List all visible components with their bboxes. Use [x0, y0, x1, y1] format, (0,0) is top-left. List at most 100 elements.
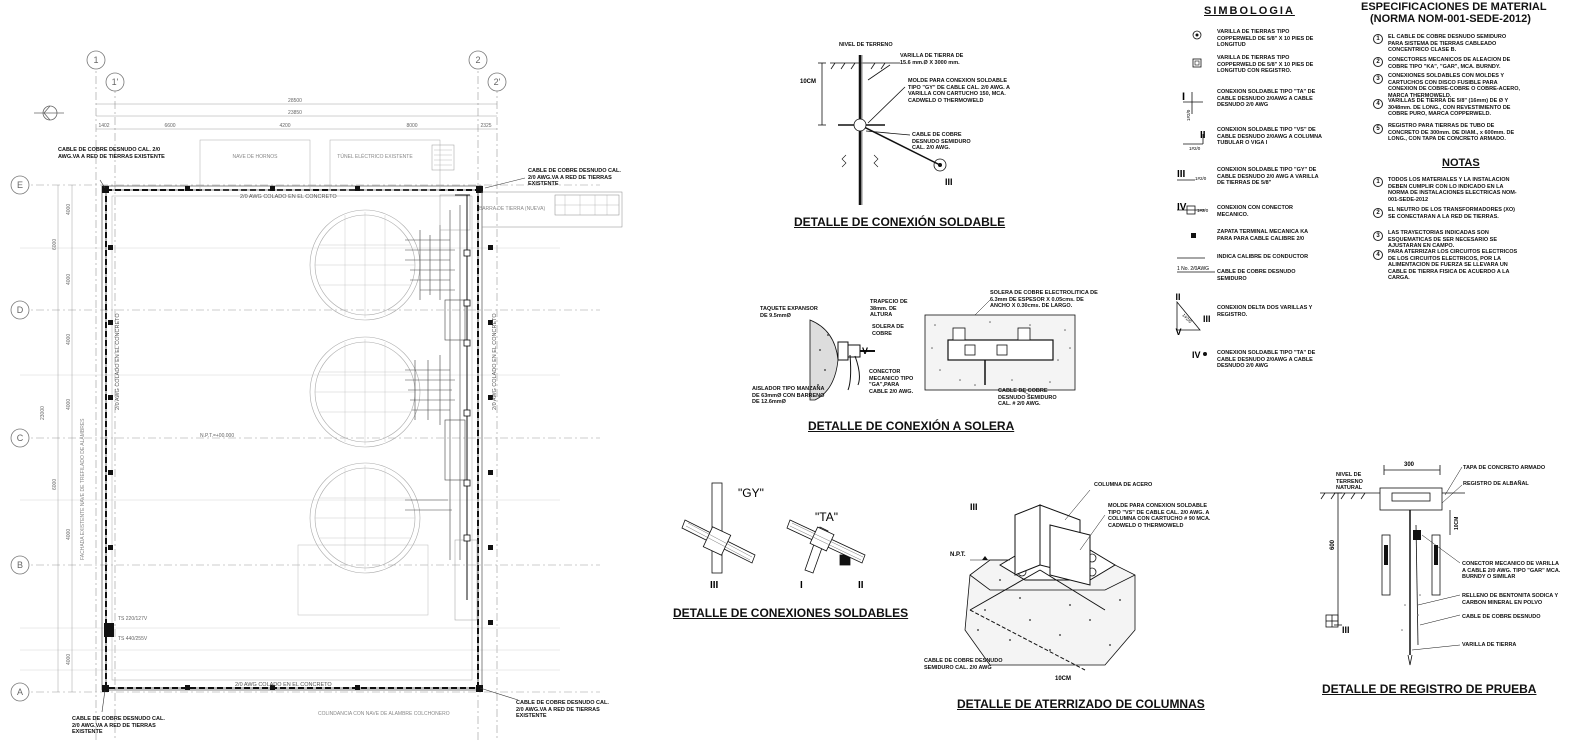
detail-aterrizado-columnas: III N.P.T. 10CM: [950, 490, 1136, 682]
soldables-gy: "GY": [738, 486, 764, 500]
grid-row-a: A: [17, 687, 23, 697]
registro-conector: CONECTOR MECANICO DE VARILLA A CABLE 2/0…: [1462, 561, 1561, 580]
detail-conexion-soldable: 10CM III: [800, 55, 953, 205]
nota-item-2: EL NEUTRO DE LOS TRANSFORMADORES (XO) SE…: [1388, 207, 1516, 220]
simbologia-item-4: CONEXION SOLDABLE TIPO "VS" DE CABLE DES…: [1217, 127, 1322, 146]
detail-registro-prueba: 300 600 10CM III: [1320, 462, 1465, 666]
label-cable-right: 2/0 AWG COLADO EN EL CONCRETO: [492, 313, 498, 410]
detail-conexion-solera: V: [809, 299, 1076, 401]
grid-col-1p: 1': [112, 77, 119, 87]
registro-300: 300: [1404, 462, 1415, 468]
columnas-cable: CABLE DE COBRE DESNUDO SEMIDURO CAL. 2/0…: [924, 658, 1003, 671]
dim-left-7: 6000: [52, 479, 58, 490]
registro-tapa: TAPA DE CONCRETO ARMADO: [1463, 465, 1546, 471]
notas-title: NOTAS: [1442, 157, 1480, 169]
simbologia-item-9: CABLE DE COBRE DESNUDO SEMIDURO: [1217, 269, 1296, 282]
simbologia-title: SIMBOLOGIA: [1204, 5, 1295, 17]
dim-left-8: 4000: [66, 529, 72, 540]
spec-num-4: 4: [1373, 99, 1383, 109]
wire-label-5: 1 No. 2/0AWG: [1177, 266, 1209, 272]
solera-conector: CONECTOR MECANICO TIPO "GA",PARA CABLE 2…: [869, 369, 914, 395]
wire-label-4: 1#2/0: [1197, 208, 1209, 213]
registro-cable: CABLE DE COBRE DESNUDO: [1462, 614, 1541, 620]
svg-text:IV: IV: [1175, 327, 1182, 337]
title-conexion-soldable: DETALLE DE CONEXIÓN SOLDABLE: [794, 215, 1006, 229]
specs-subtitle: (NORMA NOM-001-SEDE-2012): [1370, 13, 1531, 25]
label-barra: BARRA DE TIERRA (NUEVA): [479, 206, 546, 212]
callout-bottom-left: CABLE DE COBRE DESNUDO CAL. 2/0 AWG.VA A…: [72, 716, 165, 735]
columnas-mark: III: [970, 502, 978, 512]
spec-item-2: CONECTORES MECANICOS DE ALEACION DE COBR…: [1388, 57, 1511, 70]
solera-desc: SOLERA DE COBRE ELECTROLITICA DE 6.3mm D…: [990, 290, 1098, 309]
wire-label-2: 1#2/0: [1189, 146, 1201, 151]
columnas-dim: 10CM: [1055, 676, 1071, 682]
solera-trapecio: TRAPECIO DE 38mm. DE ALTURA: [870, 299, 908, 318]
callout-bottom-right: CABLE DE COBRE DESNUDO CAL. 2/0 AWG.VA A…: [516, 700, 609, 719]
soldable-molde: MOLDE PARA CONEXION SOLDABLE TIPO "GY" D…: [908, 78, 1010, 104]
soldable-cable: CABLE DE COBRE DESNUDO SEMIDURO CAL. 2/0…: [912, 132, 971, 151]
soldable-mark: III: [945, 177, 953, 187]
wire-label-3: 1#2/0: [1195, 176, 1207, 181]
dim-left-9: 4000: [66, 654, 72, 665]
solera-taquete: TAQUETE EXPANSOR DE 9.5mmØ: [760, 306, 818, 319]
solera-cable: CABLE DE COBRE DESNUDO SEMIDURO CAL. # 2…: [998, 388, 1057, 407]
grid-col-2p: 2': [494, 77, 501, 87]
registro-varilla: VARILLA DE TIERRA: [1462, 642, 1517, 648]
nota-num-4: 4: [1373, 250, 1383, 260]
nota-num-3: 3: [1373, 231, 1383, 241]
detail-conexiones-soldables: "GY" "TA" III I II: [681, 482, 866, 591]
solera-mark: V: [862, 346, 868, 356]
simbologia-item-2: VARILLA DE TIERRAS TIPO COPPERWELD DE 5/…: [1217, 55, 1314, 74]
nota-item-3: LAS TRAYECTORIAS INDICADAS SON ESQUEMATI…: [1388, 230, 1497, 249]
spec-num-2: 2: [1373, 57, 1383, 67]
dim-6600: 6600: [164, 123, 175, 129]
dim-left-1: 4000: [66, 204, 72, 215]
label-ts2: TS 440/255V: [118, 636, 148, 642]
simbologia-item-5: CONEXION SOLDABLE TIPO "GY" DE CABLE DES…: [1217, 167, 1319, 186]
dim-8000: 8000: [406, 123, 417, 129]
svg-text:III: III: [1175, 292, 1181, 302]
svg-text:I: I: [1182, 91, 1185, 103]
title-aterrizado-columnas: DETALLE DE ATERRIZADO DE COLUMNAS: [957, 697, 1205, 711]
dim-left-5: 23000: [40, 406, 46, 420]
soldables-m3: III: [710, 580, 719, 591]
soldables-m1: I: [800, 580, 803, 591]
svg-text:III: III: [1177, 169, 1186, 180]
grid-row-c: C: [17, 433, 24, 443]
soldables-m2: II: [858, 580, 864, 591]
callout-top-left: CABLE DE COBRE DESNUDO CAL. 2/0 AWG.VA A…: [58, 147, 165, 160]
label-cable-top: 2/0 AWG COLADO EN EL CONCRETO: [240, 194, 337, 200]
nota-num-2: 2: [1373, 208, 1383, 218]
spec-item-1: EL CABLE DE COBRE DESNUDO SEMIDURO PARA …: [1388, 34, 1507, 53]
spec-num-5: 5: [1373, 124, 1383, 134]
registro-10cm: 10CM: [1454, 517, 1460, 530]
label-fachada: FACHADA EXISTENTE NAVE DE TREFILADO DE A…: [80, 418, 86, 560]
spec-num-1: 1: [1373, 34, 1383, 44]
dim-left-3: 4000: [66, 274, 72, 285]
label-colindancia: COLINDANCIA CON NAVE DE ALAMBRE COLCHONE…: [318, 711, 450, 717]
columnas-columna: COLUMNA DE ACERO: [1094, 482, 1153, 488]
solera-solera: SOLERA DE COBRE: [872, 324, 904, 337]
registro-nivel: NIVEL DE TERRENO NATURAL: [1336, 472, 1363, 491]
label-cable-left: 2/0 AWG COLADO EN EL CONCRETO: [115, 313, 121, 410]
registro-registro: REGISTRO DE ALBAÑAL: [1463, 481, 1529, 487]
nota-item-1: TODOS LOS MATERIALES Y LA INSTALACION DE…: [1388, 177, 1517, 203]
dim-28500: 28500: [288, 98, 302, 104]
simbologia-item-11: CONEXION SOLDABLE TIPO "TA" DE CABLE DES…: [1217, 350, 1316, 369]
dim-left-2: 6000: [52, 239, 58, 250]
simbologia-item-6: CONEXION CON CONECTOR MECANICO.: [1217, 205, 1293, 218]
spec-item-3: CONEXIONES SOLDABLES CON MOLDES Y CARTUC…: [1388, 73, 1521, 99]
grid-row-b: B: [17, 560, 23, 570]
svg-text:IV: IV: [1192, 350, 1201, 360]
svg-text:IV: IV: [1177, 202, 1187, 213]
simbologia-item-1: VARILLA DE TIERRAS TIPO COPPERWELD DE 5/…: [1217, 29, 1314, 48]
label-npt: N.P.T.=+00.000: [200, 433, 234, 439]
grid-col-2: 2: [475, 55, 480, 65]
title-conexiones-soldables: DETALLE DE CONEXIONES SOLDABLES: [673, 606, 909, 620]
dim-2325: 2325: [480, 123, 491, 129]
svg-text:III: III: [1203, 314, 1211, 324]
soldable-dim: 10CM: [800, 79, 816, 85]
label-cable-bottom: 2/0 AWG COLADO EN EL CONCRETO: [235, 682, 332, 688]
label-ts1: TS 220/127V: [118, 616, 148, 622]
nota-num-1: 1: [1373, 177, 1383, 187]
